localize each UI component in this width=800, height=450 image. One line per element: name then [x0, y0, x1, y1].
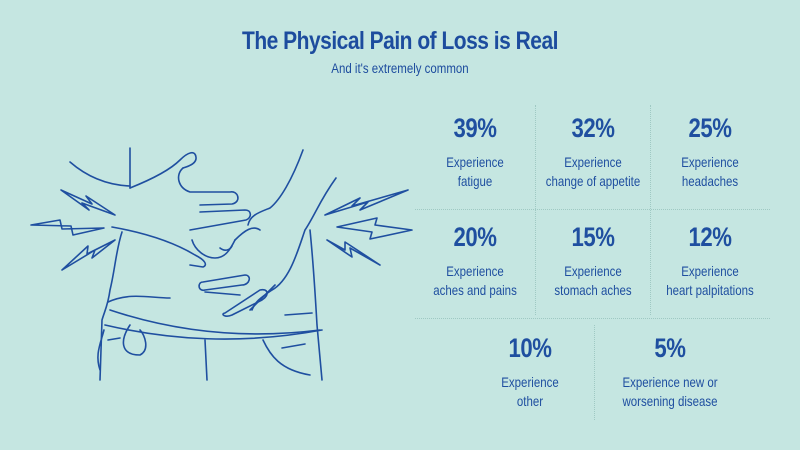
stat-label-line1: Experience [446, 154, 504, 170]
stat-label-line2: aches and pains [433, 282, 517, 298]
stat-label-line1: Experience [564, 263, 622, 279]
stat-appetite: 32% Experience change of appetite [533, 113, 653, 191]
stat-percent: 32% [571, 113, 615, 143]
stat-percent: 25% [688, 113, 732, 143]
stomach-pain-illustration-icon [30, 147, 413, 381]
stat-fatigue: 39% Experience fatigue [415, 113, 535, 191]
stat-label-line2: change of appetite [545, 173, 641, 189]
stat-other: 10% Experience other [470, 333, 590, 411]
stat-percent: 12% [688, 222, 732, 252]
stat-percent: 15% [571, 222, 615, 252]
divider-col-2-top [650, 105, 651, 315]
stat-percent: 39% [453, 113, 497, 143]
stat-label-line1: Experience [681, 263, 739, 279]
stat-label-line2: stomach aches [554, 282, 632, 298]
stat-label-line1: Experience [446, 263, 504, 279]
stat-disease: 5% Experience new or worsening disease [610, 333, 730, 411]
stat-stomach: 15% Experience stomach aches [533, 222, 653, 300]
stat-label-line1: Experience [564, 154, 622, 170]
stat-percent: 10% [508, 333, 552, 363]
stat-label-line2: heart palpitations [666, 282, 754, 298]
divider-col-1-top [535, 105, 536, 315]
stat-label-line1: Experience new or [622, 374, 718, 390]
stat-palpitations: 12% Experience heart palpitations [650, 222, 770, 300]
divider-row-2 [415, 318, 770, 319]
stat-label-line1: Experience [501, 374, 559, 390]
stat-label-line2: other [516, 393, 544, 409]
stat-aches: 20% Experience aches and pains [415, 222, 535, 300]
divider-col-bottom [594, 325, 595, 420]
stat-label-line1: Experience [681, 154, 739, 170]
stat-label-line2: worsening disease [622, 393, 718, 409]
page-title: The Physical Pain of Loss is Real [242, 27, 559, 55]
stat-label-line2: fatigue [457, 173, 493, 189]
page-subtitle: And it's extremely common [331, 61, 469, 76]
stat-headaches: 25% Experience headaches [650, 113, 770, 191]
divider-row-1 [415, 209, 770, 210]
stat-label-line2: headaches [681, 173, 739, 189]
stat-percent: 20% [453, 222, 497, 252]
stat-percent: 5% [654, 333, 686, 363]
